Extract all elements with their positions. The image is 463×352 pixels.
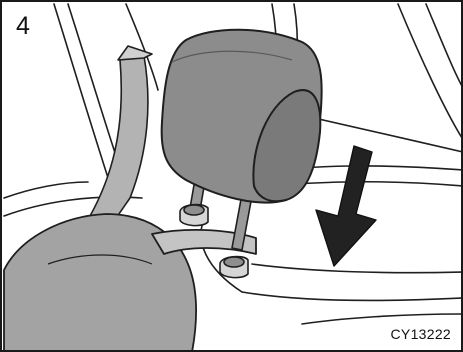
seatback (4, 214, 256, 352)
step-number: 4 (16, 14, 30, 39)
headrest (162, 30, 322, 203)
seat-belt (90, 46, 152, 224)
down-arrow-icon (316, 146, 376, 266)
figure-code: CY13222 (391, 327, 451, 341)
